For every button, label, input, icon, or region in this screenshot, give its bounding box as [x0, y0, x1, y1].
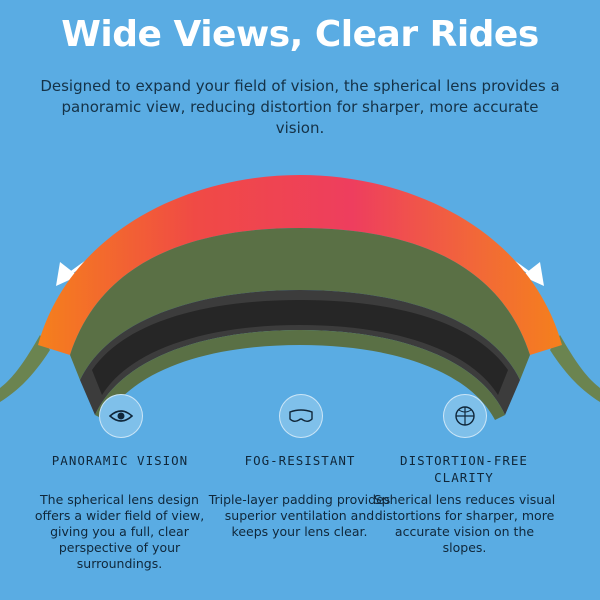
distortion-free-heading: DISTORTION-FREE CLARITY — [400, 453, 528, 485]
panoramic-vision-heading: PANORAMIC VISION — [51, 453, 189, 468]
goggle-icon — [279, 394, 323, 438]
foam-inner — [92, 300, 508, 395]
distortion-free-description: Spherical lens reduces visual distortion… — [373, 492, 556, 555]
fog-resistant-description: Triple-layer padding provides superior v… — [208, 492, 391, 539]
globe-icon — [443, 394, 487, 438]
right-strap — [550, 335, 600, 402]
left-strap — [0, 335, 50, 402]
lens — [38, 175, 562, 355]
goggle-illustration — [0, 175, 600, 420]
frame-bottom — [95, 330, 505, 420]
goggle-frame — [70, 228, 530, 380]
arrow-head-right — [522, 262, 544, 286]
fog-resistant-heading: FOG-RESISTANT — [244, 453, 356, 468]
eye-icon — [99, 394, 143, 438]
arrow-head-left — [56, 262, 78, 286]
page-title: Wide Views, Clear Rides — [61, 14, 539, 55]
panoramic-vision-description: The spherical lens design offers a wider… — [34, 492, 205, 571]
page-subtitle: Designed to expand your field of vision,… — [40, 77, 560, 137]
